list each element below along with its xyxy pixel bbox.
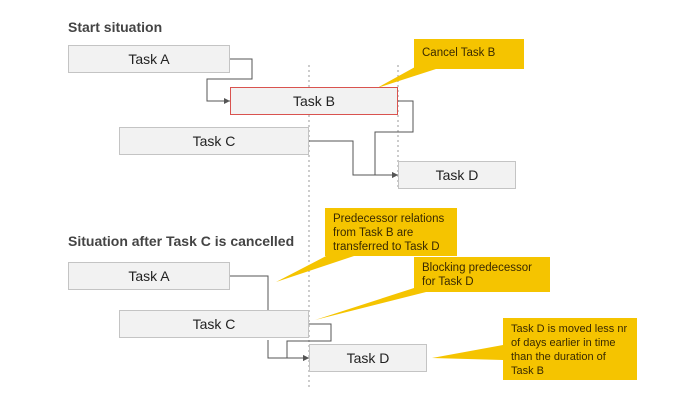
- pointer-moved: [432, 345, 503, 360]
- task-d-after: Task D: [309, 344, 427, 372]
- connector-a-to-d: [267, 340, 309, 361]
- task-a-start: Task A: [68, 45, 230, 73]
- pointer-cancel: [377, 67, 436, 88]
- connector-a-to-c: [230, 275, 269, 310]
- task-d-start: Task D: [398, 161, 516, 189]
- heading-after: Situation after Task C is cancelled: [68, 233, 295, 249]
- task-b-start: Task B: [230, 87, 398, 115]
- pointer-predecessor: [276, 254, 360, 282]
- pointer-blocking: [315, 288, 434, 320]
- callout-predecessor-relations: Predecessor relations from Task B are tr…: [325, 208, 457, 256]
- callout-cancel-task-b: Cancel Task B: [414, 39, 524, 69]
- task-c-start: Task C: [119, 127, 309, 155]
- connector-c-to-d: [309, 140, 398, 178]
- callout-task-d-moved: Task D is moved less nr of days earlier …: [503, 318, 637, 380]
- task-c-after: Task C: [119, 310, 309, 338]
- heading-start: Start situation: [68, 19, 163, 35]
- task-a-after: Task A: [68, 262, 230, 290]
- connector-c-to-d-after: [286, 323, 332, 361]
- callout-blocking-predecessor: Blocking predecessor for Task D: [414, 257, 550, 292]
- connector-a-to-b: [206, 58, 253, 104]
